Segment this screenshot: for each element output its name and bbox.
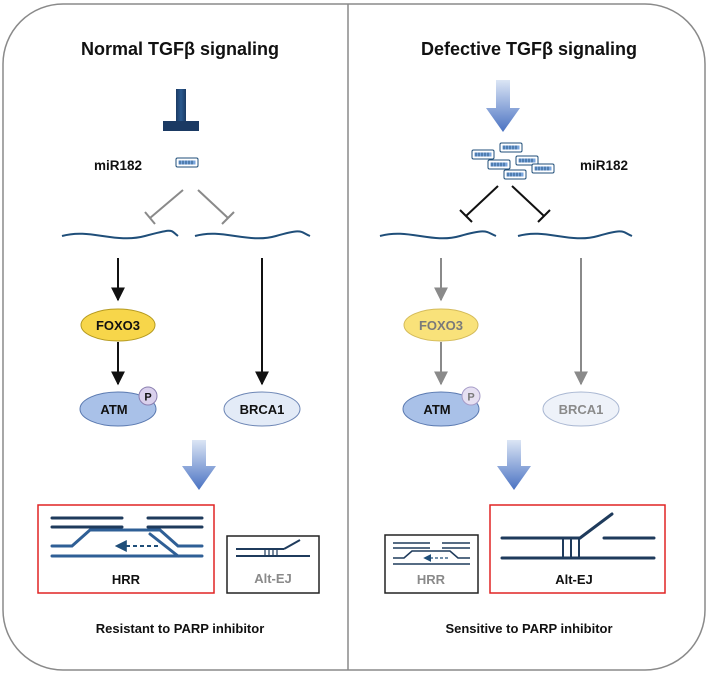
left-panel: Normal TGFβ signaling miR182 FOXO3 ATM P [37, 39, 320, 636]
right-phospho-label: P [467, 392, 474, 404]
tgfb-activation-arrow-icon [486, 80, 520, 132]
left-mirna-icon [175, 157, 199, 168]
left-phospho-label: P [144, 392, 151, 404]
right-foxo3-node [403, 308, 479, 342]
left-footer: Resistant to PARP inhibitor [96, 621, 265, 636]
left-downstream-arrow-icon [182, 440, 216, 490]
left-hrr-dna-icon [50, 516, 204, 558]
right-altej-box [489, 504, 666, 594]
left-mirna-label: miR182 [94, 158, 142, 173]
right-atm-label: ATM [423, 402, 450, 417]
right-atm-node [402, 391, 480, 427]
outer-frame [2, 3, 706, 671]
right-altej-dna-icon [500, 512, 656, 560]
left-phospho-badge [138, 386, 158, 406]
right-brca1-label: BRCA1 [559, 402, 604, 417]
right-panel-title: Defective TGFβ signaling [421, 39, 637, 59]
tgfb-inhibition-bar-icon [163, 89, 199, 131]
right-altej-label: Alt-EJ [555, 572, 593, 587]
left-mirna-inhibition-lines [144, 189, 235, 225]
right-mirna-label: miR182 [580, 158, 628, 173]
right-foxo3-label: FOXO3 [419, 318, 463, 333]
left-altej-dna-icon [236, 539, 310, 557]
right-hrr-dna-icon [393, 542, 470, 565]
right-mirna-inhibition-lines [459, 185, 551, 223]
left-atm-node [79, 391, 157, 427]
right-mrna-brca1 [517, 230, 633, 240]
right-mrna-foxo3 [379, 230, 497, 240]
left-mrna-foxo3 [61, 229, 179, 240]
right-hrr-label: HRR [417, 572, 446, 587]
right-panel: Defective TGFβ signaling miR182 [379, 39, 666, 636]
right-footer: Sensitive to PARP inhibitor [445, 621, 612, 636]
left-brca1-node [223, 391, 301, 427]
left-hrr-label: HRR [112, 572, 141, 587]
left-atm-label: ATM [100, 402, 127, 417]
right-phospho-badge [461, 386, 481, 406]
left-altej-label: Alt-EJ [254, 571, 292, 586]
left-foxo3-label: FOXO3 [96, 318, 140, 333]
right-downstream-arrow-icon [497, 440, 531, 490]
right-brca1-node [542, 391, 620, 427]
left-panel-title: Normal TGFβ signaling [81, 39, 279, 59]
left-brca1-label: BRCA1 [240, 402, 285, 417]
left-altej-box [226, 535, 320, 594]
left-foxo3-node [80, 308, 156, 342]
left-mrna-brca1 [194, 230, 311, 240]
